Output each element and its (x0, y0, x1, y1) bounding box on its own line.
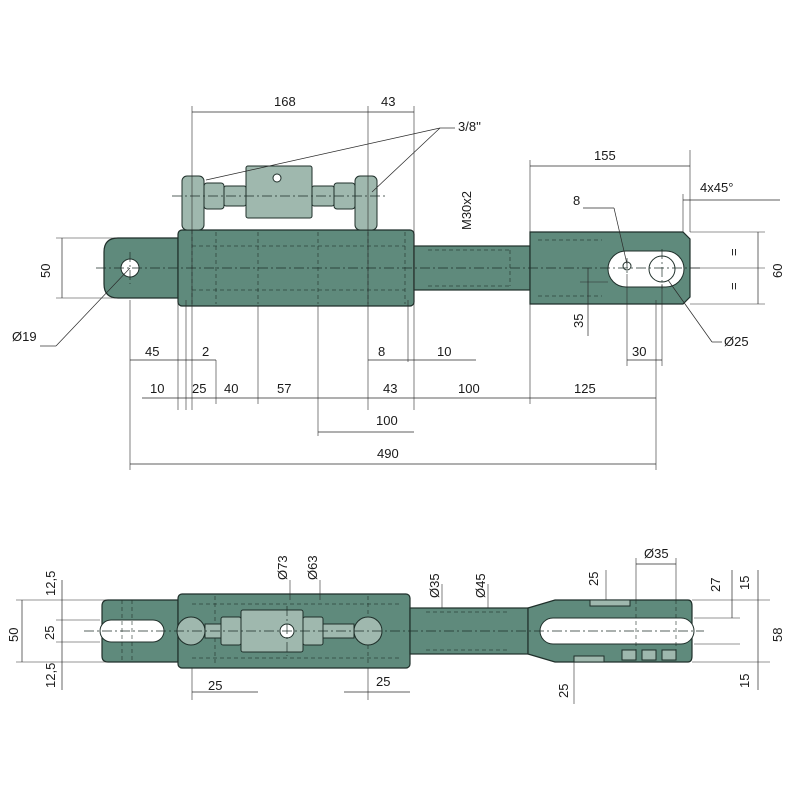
dim-8-pin: 8 (573, 193, 580, 208)
bottom-view: 12,5 50 25 12,5 Ø73 Ø63 Ø35 Ø45 Ø35 25 2… (6, 546, 785, 704)
dia-45: Ø45 (473, 573, 488, 598)
dim-168: 168 (274, 94, 296, 109)
dia-19: Ø19 (12, 329, 37, 344)
dim-45: 45 (145, 344, 159, 359)
hose-fitting-assembly (181, 165, 378, 231)
dim-43-top: 43 (381, 94, 395, 109)
dia-73: Ø73 (275, 555, 290, 580)
dim-25-bottom-left: 25 (208, 678, 222, 693)
equal-mark-2: = (726, 282, 741, 290)
dim-40: 40 (224, 381, 238, 396)
dim-155: 155 (594, 148, 616, 163)
dim-12-5-bottom: 12,5 (43, 663, 58, 688)
dim-15-bottom: 15 (737, 674, 752, 688)
dim-25-bottom-right: 25 (556, 684, 571, 698)
dim-60: 60 (770, 264, 785, 278)
dia-35-pin: Ø35 (644, 546, 669, 561)
dim-50-bottom: 50 (6, 628, 21, 642)
dim-30: 30 (632, 344, 646, 359)
thread-m30: M30x2 (459, 191, 474, 230)
dim-35-top: 35 (571, 314, 586, 328)
dim-25-left: 25 (192, 381, 206, 396)
dim-25-center: 25 (42, 626, 57, 640)
dim-10-bottom: 10 (437, 344, 451, 359)
dim-125: 125 (574, 381, 596, 396)
dim-10-left: 10 (150, 381, 164, 396)
dim-100-low: 100 (376, 413, 398, 428)
dim-27: 27 (708, 578, 723, 592)
dim-100-mid: 100 (458, 381, 480, 396)
dim-50-top: 50 (38, 264, 53, 278)
top-view: 168 43 3/8'' 155 4x45° 8 M30x2 50 60 = = (12, 94, 785, 470)
dim-2: 2 (202, 344, 209, 359)
dim-25-bottom-mid: 25 (376, 674, 390, 689)
chamfer: 4x45° (700, 180, 733, 195)
dim-25-top: 25 (586, 572, 601, 586)
dim-8-bottom: 8 (378, 344, 385, 359)
dia-35-rod: Ø35 (427, 573, 442, 598)
dim-490: 490 (377, 446, 399, 461)
dia-25: Ø25 (724, 334, 749, 349)
dim-12-5-top: 12,5 (43, 571, 58, 596)
dia-63: Ø63 (305, 555, 320, 580)
dim-15-top: 15 (737, 576, 752, 590)
dim-58: 58 (770, 628, 785, 642)
equal-mark-1: = (726, 248, 741, 256)
dim-43-mid: 43 (383, 381, 397, 396)
dim-57: 57 (277, 381, 291, 396)
thread-size: 3/8'' (458, 119, 481, 134)
